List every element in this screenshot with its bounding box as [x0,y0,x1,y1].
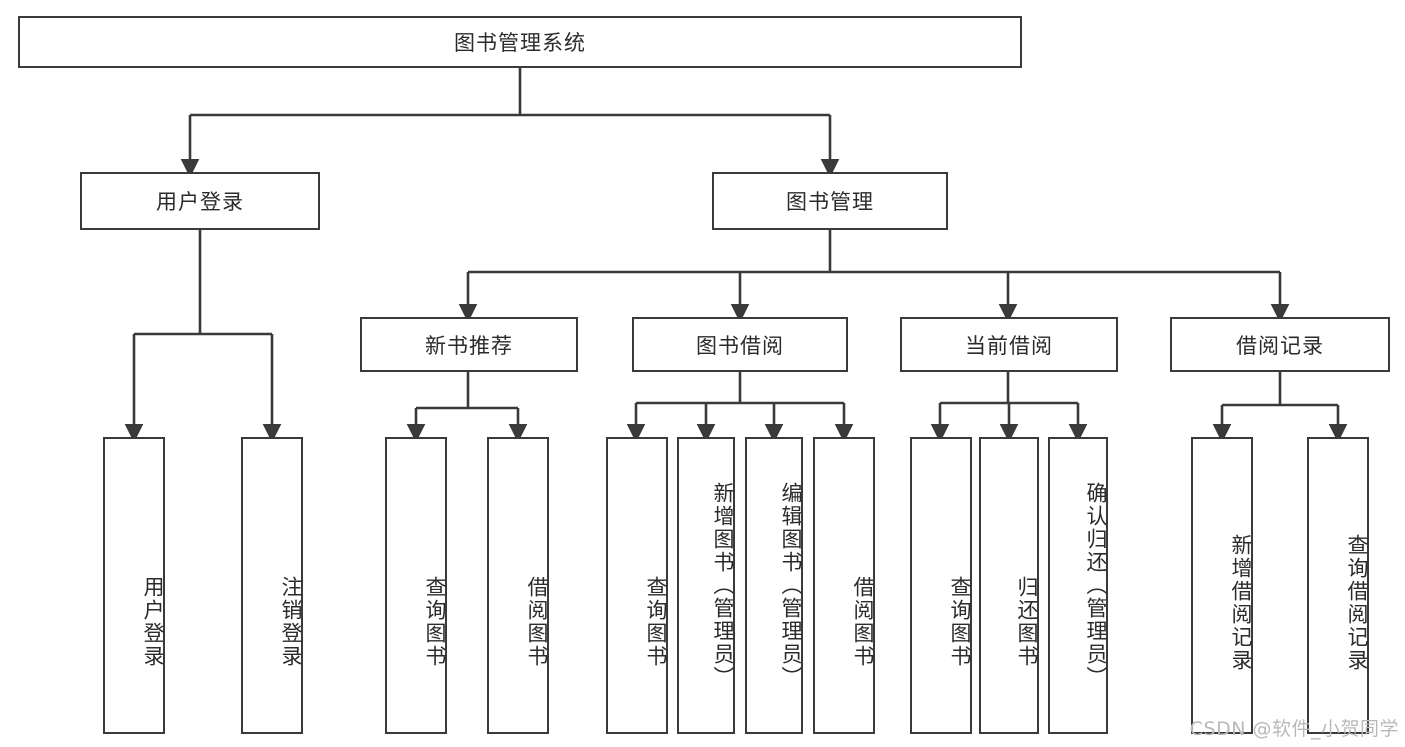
leaf-user-login[interactable]: 用户登录 [103,437,165,734]
node-borrow-record[interactable]: 借阅记录 [1170,317,1390,372]
leaf-query-book-2-label: 查询图书 [644,575,668,668]
node-book-borrow-label: 图书借阅 [696,333,784,358]
leaf-query-book-3-label: 查询图书 [948,575,972,668]
leaf-borrow-book-1[interactable]: 借阅图书 [487,437,549,734]
node-root-system-label: 图书管理系统 [454,31,586,55]
leaf-query-borrow-record-label: 查询借阅记录 [1345,533,1369,672]
leaf-query-book-1[interactable]: 查询图书 [385,437,447,734]
leaf-query-book-3[interactable]: 查询图书 [910,437,972,734]
csdn-watermark: CSDN @软件_小贺同学 [1189,718,1399,740]
leaf-logout[interactable]: 注销登录 [241,437,303,734]
node-book-borrow[interactable]: 图书借阅 [632,317,848,372]
node-user-login-label: 用户登录 [156,190,244,214]
leaf-query-book-1-label: 查询图书 [423,575,447,668]
node-new-book-recommend-label: 新书推荐 [425,333,513,358]
leaf-borrow-book-1-label: 借阅图书 [525,575,549,668]
leaf-logout-label: 注销登录 [279,575,303,668]
leaf-confirm-return-admin[interactable]: 确认归还（管理员） [1048,437,1108,734]
leaf-query-book-2[interactable]: 查询图书 [606,437,668,734]
leaf-add-book-admin[interactable]: 新增图书（管理员） [677,437,735,734]
node-borrow-record-label: 借阅记录 [1236,333,1324,358]
leaf-add-borrow-record[interactable]: 新增借阅记录 [1191,437,1253,734]
leaf-return-book-label: 归还图书 [1015,575,1039,668]
leaf-edit-book-admin[interactable]: 编辑图书（管理员） [745,437,803,734]
leaf-return-book[interactable]: 归还图书 [979,437,1039,734]
leaf-borrow-book-2-label: 借阅图书 [851,575,875,668]
node-current-borrow[interactable]: 当前借阅 [900,317,1118,372]
leaf-borrow-book-2[interactable]: 借阅图书 [813,437,875,734]
node-user-login[interactable]: 用户登录 [80,172,320,230]
leaf-edit-book-admin-label: 编辑图书（管理员） [779,482,803,689]
node-book-management[interactable]: 图书管理 [712,172,948,230]
leaf-confirm-return-admin-label: 确认归还（管理员） [1084,482,1108,689]
leaf-query-borrow-record[interactable]: 查询借阅记录 [1307,437,1369,734]
node-root-system[interactable]: 图书管理系统 [18,16,1022,68]
leaf-user-login-label: 用户登录 [141,575,165,668]
leaf-add-borrow-record-label: 新增借阅记录 [1229,533,1253,672]
node-current-borrow-label: 当前借阅 [965,333,1053,358]
node-new-book-recommend[interactable]: 新书推荐 [360,317,578,372]
leaf-add-book-admin-label: 新增图书（管理员） [711,482,735,689]
node-book-management-label: 图书管理 [786,190,874,214]
